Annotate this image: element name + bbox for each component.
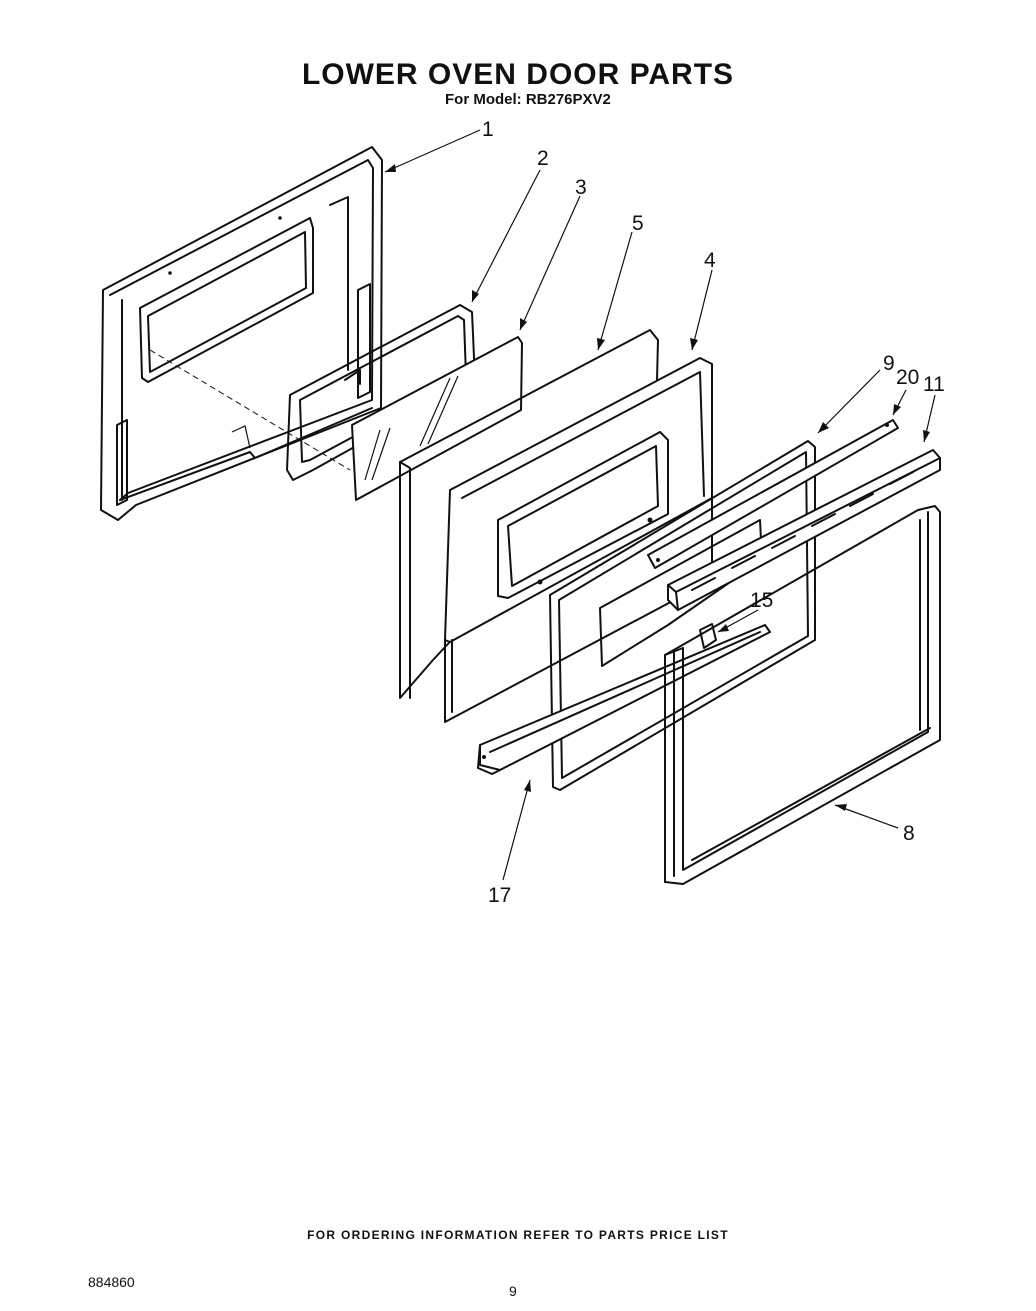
document-number: 884860 <box>88 1274 135 1290</box>
page-title: LOWER OVEN DOOR PARTS <box>301 58 735 91</box>
callout-15: 15 <box>750 589 773 612</box>
callout-8: 8 <box>903 822 915 845</box>
callout-5: 5 <box>632 212 644 235</box>
page-number: 9 <box>509 1283 517 1299</box>
part-11-vented-top-channel <box>667 449 941 611</box>
callout-3: 3 <box>575 176 587 199</box>
part-15-clip <box>699 623 717 649</box>
model-subtitle: For Model: RB276PXV2 <box>445 91 611 108</box>
callout-9: 9 <box>883 352 895 375</box>
callout-2: 2 <box>537 147 549 170</box>
ordering-info-note: FOR ORDERING INFORMATION REFER TO PARTS … <box>307 1228 729 1242</box>
part-17-bottom-rail <box>477 624 771 775</box>
part-1-outer-door-panel <box>100 146 383 521</box>
callout-17: 17 <box>488 884 511 907</box>
callout-1: 1 <box>482 118 494 141</box>
part-8-outer-trim-frame <box>664 505 941 885</box>
callout-20: 20 <box>896 366 919 389</box>
leader-lines <box>384 129 936 881</box>
assembly-guide-line <box>149 349 351 471</box>
callout-11: 11 <box>923 373 945 396</box>
part-3-glass-pane <box>351 336 523 501</box>
part-20-top-trim-strip <box>647 419 899 569</box>
callout-4: 4 <box>704 249 716 272</box>
